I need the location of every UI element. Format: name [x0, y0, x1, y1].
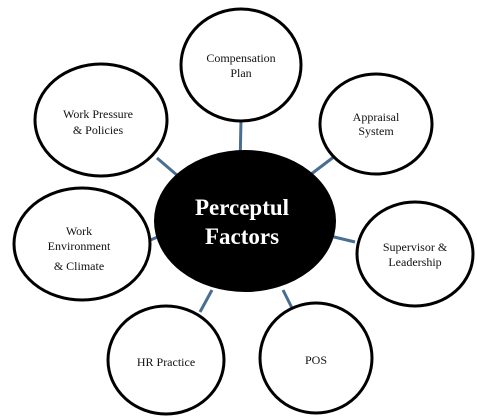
node-label-line1: Compensation	[206, 51, 275, 65]
node-supervisor-leadership: Supervisor & Leadership	[355, 200, 475, 308]
node-label-line2: Plan	[230, 66, 251, 80]
node-circle	[318, 72, 434, 176]
node-label-line2: Environment	[48, 239, 111, 253]
connector-hr-practice	[198, 289, 214, 313]
node-appraisal-system: Appraisal System	[318, 72, 434, 176]
node-label-line1: Work Pressure	[63, 107, 133, 121]
connector-work-pressure	[156, 156, 179, 178]
node-circle	[106, 304, 226, 416]
center-title-line1: Perceptul	[195, 195, 289, 220]
center-node: Perceptul Factors	[154, 150, 336, 292]
node-label-line3: & Climate	[54, 259, 104, 273]
node-label-line1: POS	[305, 353, 327, 367]
node-circle	[33, 62, 169, 178]
node-circle	[12, 186, 152, 302]
connector-supervisor	[329, 234, 356, 244]
node-label-line1: Appraisal	[353, 110, 400, 124]
node-pos: POS	[258, 301, 374, 415]
node-label-line2: & Policies	[73, 123, 124, 137]
node-label-line2: Leadership	[388, 255, 441, 269]
node-work-environment-climate: Work Environment & Climate	[12, 186, 152, 302]
node-hr-practice: HR Practice	[106, 304, 226, 416]
center-circle	[154, 150, 336, 292]
node-circle	[179, 7, 303, 123]
node-label-line1: HR Practice	[137, 355, 195, 369]
node-label-line2: System	[358, 124, 394, 138]
node-circle	[355, 200, 475, 308]
node-label-line1: Work	[66, 224, 92, 238]
node-work-pressure-policies: Work Pressure & Policies	[33, 62, 169, 178]
center-title-line2: Factors	[205, 224, 279, 249]
node-compensation-plan: Compensation Plan	[179, 7, 303, 123]
node-label-line1: Supervisor &	[383, 240, 448, 254]
node-circle	[258, 301, 374, 415]
